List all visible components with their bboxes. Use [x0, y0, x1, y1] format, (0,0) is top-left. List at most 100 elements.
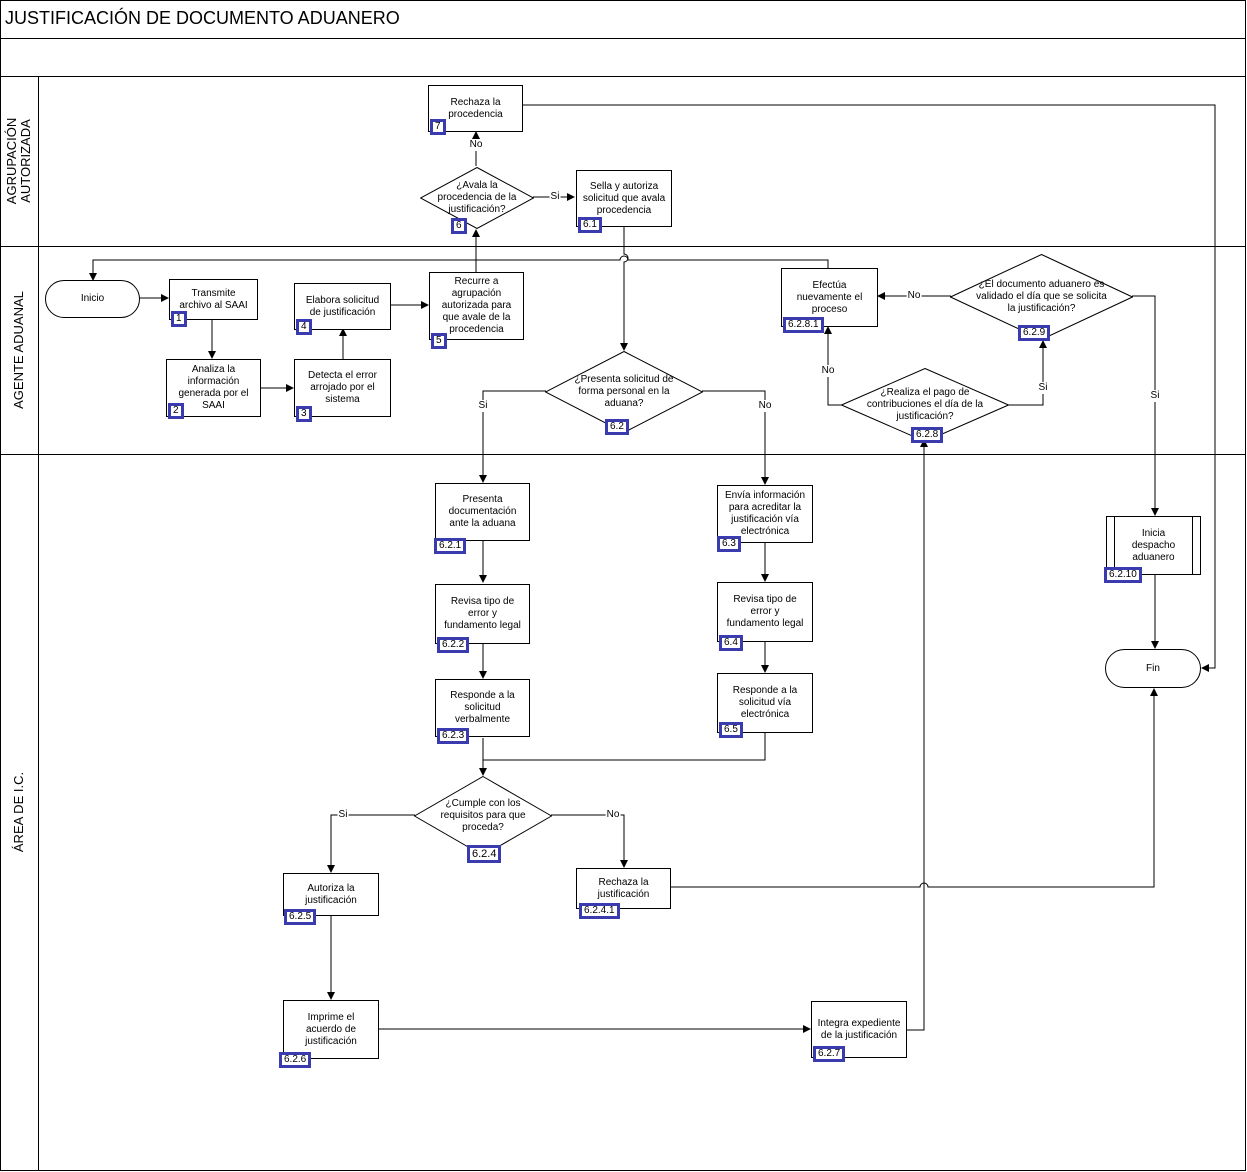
node-6-2-10-text: Inicia despacho aduanero — [1131, 527, 1176, 563]
node-6-2-6-text: Imprime el acuerdo de justificación — [305, 1011, 357, 1047]
edge-61-62 — [620, 227, 629, 351]
lane-area-ic: ÁREA DE I.C. — [11, 771, 26, 853]
edge-6281-loop — [89, 255, 829, 281]
node-4-badge: 4 — [296, 319, 312, 335]
node-6-2-8-1: Efectúa nuevamente el proceso 6.2.8.1 — [781, 268, 878, 333]
node-6-2-5-badge: 6.2.5 — [284, 909, 317, 925]
decision-6-2-9-badge: 6.2.9 — [1018, 325, 1051, 341]
node-6-2-6: Imprime el acuerdo de justificación 6.2.… — [279, 1000, 379, 1068]
edge-7-fin — [523, 104, 1216, 672]
node-6-2-4-1-badge: 6.2.4.1 — [579, 903, 620, 919]
decision-6-badge: 6 — [451, 218, 467, 234]
node-6-2-2-badge: 6.2.2 — [437, 637, 470, 653]
node-5-text: Recurre a agrupación autorizada para que… — [441, 276, 512, 335]
node-6-1-text: Sella y autoriza solicitud que avala pro… — [582, 180, 666, 216]
node-6-3-badge: 6.3 — [717, 536, 741, 552]
node-1-text: Transmite archivo al SAAI — [179, 287, 248, 311]
node-6-2-7: Integra expediente de la justificación 6… — [811, 1001, 907, 1062]
edge-label-6-2-4-no: No — [605, 809, 621, 821]
decision-6-2-text: ¿Presenta solicitud de forma personal en… — [574, 374, 674, 409]
node-5: Recurre a agrupación autorizada para que… — [429, 272, 524, 349]
decision-6-2-8-badge: 6.2.8 — [911, 427, 944, 443]
node-4: Elabora solicitud de justificación 4 — [294, 283, 391, 335]
decision-6: ¿Avala la procedencia de la justificació… — [420, 167, 534, 234]
edge-label-6-2-8-si: Si — [1037, 382, 1049, 394]
edge-label-6-no: No — [468, 139, 484, 151]
node-6-2-10-badge: 6.2.10 — [1104, 567, 1142, 583]
edge-label-6-2-4-si: Si — [337, 809, 349, 821]
edge-627-628 — [906, 439, 928, 1031]
node-6-2-1-badge: 6.2.1 — [434, 538, 467, 554]
node-6-2-1: Presenta documentación ante la aduana 6.… — [434, 483, 530, 554]
node-fin: Fin — [1105, 649, 1201, 688]
lane-agrupacion-autorizada: AGRUPACIÓN AUTORIZADA — [4, 117, 33, 205]
edge-label-6-2-9-si: Si — [1149, 390, 1161, 402]
node-inicio: Inicio — [45, 280, 140, 318]
lane-agente-aduanal: AGENTE ADUANAL — [11, 291, 26, 409]
edge-624-6241 — [551, 814, 628, 868]
edge-6241-fin — [670, 688, 1158, 888]
node-inicio-text: Inicio — [80, 293, 105, 304]
node-5-badge: 5 — [431, 333, 447, 349]
node-6-2-2: Revisa tipo de error y fundamento legal … — [435, 584, 530, 653]
edge-629-6210 — [1132, 295, 1159, 516]
node-6-2-8-1-badge: 6.2.8.1 — [783, 317, 824, 333]
node-3: Detecta el error arrojado por el sistema… — [294, 359, 391, 422]
node-6-2-5-text: Autoriza la justificación — [305, 882, 357, 906]
node-6-1: Sella y autoriza solicitud que avala pro… — [576, 170, 672, 233]
node-6-2-2-text: Revisa tipo de error y fundamento legal — [444, 596, 521, 631]
decision-6-2-4-text: ¿Cumple con los requisitos para que proc… — [440, 798, 526, 833]
node-6-3-text: Envía información para acreditar la just… — [724, 490, 806, 537]
edge-label-6-2-8-no: No — [820, 365, 836, 377]
edge-628-629 — [1008, 340, 1047, 406]
node-6-2-7-badge: 6.2.7 — [813, 1046, 846, 1062]
edge-label-6-2-9-no: No — [906, 290, 922, 302]
decision-6-2-9: ¿El documento aduanero es validado el dí… — [950, 254, 1133, 341]
node-6-2-7-text: Integra expediente de la justificación — [817, 1017, 901, 1041]
node-3-text: Detecta el error arrojado por el sistema — [308, 370, 377, 405]
decision-6-2-8-text: ¿Realiza el pago de contribuciones el dí… — [866, 387, 984, 422]
node-6-2-5: Autoriza la justificación 6.2.5 — [283, 873, 379, 925]
node-4-text: Elabora solicitud de justificación — [305, 294, 380, 318]
edge-62-621 — [479, 390, 546, 483]
edge-628-6281 — [824, 326, 842, 406]
node-6-4: Revisa tipo de error y fundamento legal … — [717, 582, 813, 651]
decision-6-2-4: ¿Cumple con los requisitos para que proc… — [414, 776, 552, 863]
edge-62-63 — [702, 390, 769, 485]
page-title: JUSTIFICACIÓN DE DOCUMENTO ADUANERO — [5, 8, 400, 28]
node-6-3: Envía información para acreditar la just… — [717, 485, 813, 552]
node-2-badge: 2 — [168, 403, 184, 419]
node-6-2-8-1-text: Efectúa nuevamente el proceso — [796, 279, 863, 315]
node-7: Rechaza la procedencia 7 — [428, 85, 523, 135]
decision-6-text: ¿Avala la procedencia de la justificació… — [437, 180, 517, 215]
edge-label-6-2-si: Si — [477, 400, 489, 412]
node-7-badge: 7 — [430, 119, 446, 135]
node-3-badge: 3 — [296, 406, 312, 422]
node-7-text: Rechaza la procedencia — [448, 96, 503, 120]
decision-6-2-9-text: ¿El documento aduanero es validado el dí… — [976, 279, 1107, 314]
node-6-2-4-1: Rechaza la justificación 6.2.4.1 — [576, 868, 671, 919]
node-6-2-3: Responde a la solicitud verbalmente 6.2.… — [435, 679, 530, 744]
node-6-2-3-badge: 6.2.3 — [437, 728, 470, 744]
node-1: Transmite archivo al SAAI 1 — [169, 279, 258, 327]
node-6-2-4-1-text: Rechaza la justificación — [597, 876, 650, 900]
edge-65-624 — [483, 732, 766, 761]
edge-label-6-2-no: No — [757, 400, 773, 412]
node-6-2-10: Inicia despacho aduanero 6.2.10 — [1104, 516, 1201, 583]
node-1-badge: 1 — [171, 311, 187, 327]
node-2-text: Analiza la información generada por el S… — [178, 364, 249, 411]
node-6-4-text: Revisa tipo de error y fundamento legal — [726, 594, 804, 629]
node-6-5: Responde a la solicitud vía electrónica … — [717, 673, 813, 738]
node-6-1-badge: 6.1 — [578, 217, 602, 233]
node-6-2-1-text: Presenta documentación ante la aduana — [448, 494, 517, 529]
node-6-5-badge: 6.5 — [719, 722, 743, 738]
decision-6-2-badge: 6.2 — [605, 419, 629, 435]
edge-624-625 — [327, 814, 415, 873]
node-6-4-badge: 6.4 — [719, 635, 743, 651]
node-6-5-text: Responde a la solicitud vía electrónica — [732, 685, 798, 720]
node-6-2-6-badge: 6.2.6 — [279, 1052, 312, 1068]
decision-6-2-4-badge: 6.2.4 — [467, 845, 502, 863]
decision-6-2: ¿Presenta solicitud de forma personal en… — [545, 351, 703, 435]
